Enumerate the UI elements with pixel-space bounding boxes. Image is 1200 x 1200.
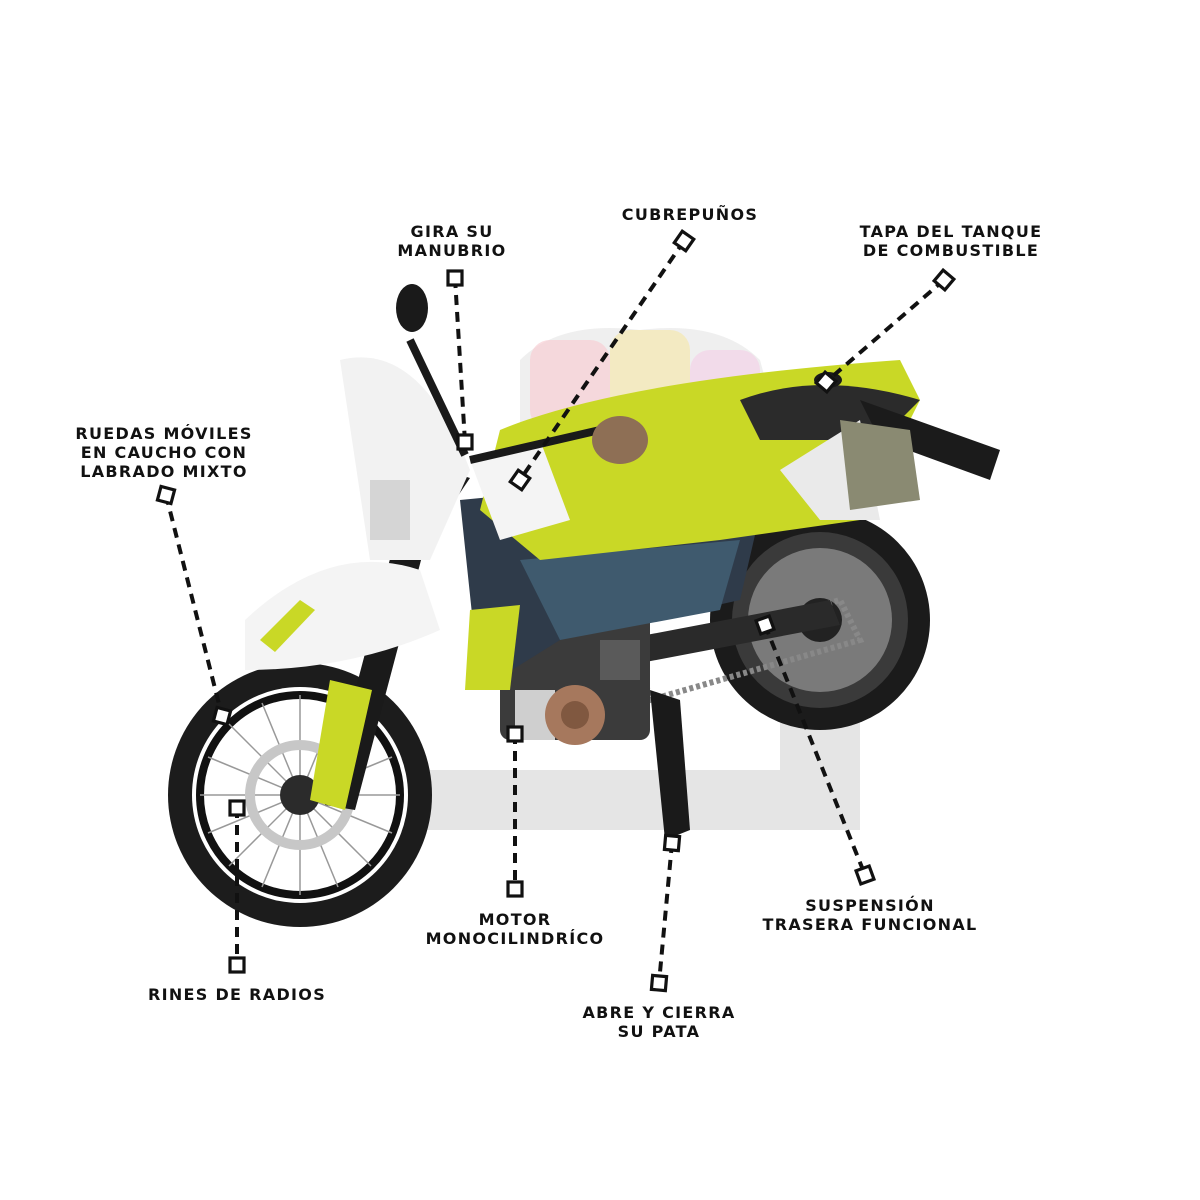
- callout-label-line: MOTOR: [478, 910, 552, 929]
- marker-kickstand-label: [649, 973, 669, 993]
- marker-rims-point: [228, 799, 246, 817]
- kickstand: [650, 690, 690, 840]
- side-panel: [520, 540, 740, 640]
- leader-line-handlebar: [453, 277, 467, 443]
- leader-line-handguards: [518, 239, 686, 482]
- callout-label-rims: RINES DE RADIOS: [148, 985, 326, 1004]
- callout-label-line: RUEDAS MÓVILES: [75, 424, 253, 443]
- callout-label-handguards: CUBREPUÑOS: [622, 205, 758, 224]
- marker-handlebar-label: [446, 269, 464, 287]
- callout-label-line: RINES DE RADIOS: [147, 985, 327, 1004]
- front-fender: [245, 561, 440, 670]
- callout-label-line: SUSPENSIÓN: [805, 896, 935, 915]
- leader-line-rear-suspension: [763, 624, 867, 876]
- callout-label-kickstand: ABRE Y CIERRA SU PATA: [582, 1003, 735, 1041]
- callout-label-line: SU PATA: [617, 1022, 701, 1041]
- callout-label-line: MONOCILINDRÍCO: [425, 929, 605, 948]
- callout-label-wheels: RUEDAS MÓVILES EN CAUCHO CON LABRADO MIX…: [75, 424, 252, 481]
- callout-label-line: ABRE Y CIERRA: [582, 1003, 736, 1022]
- callout-label-line: GIRA SU: [410, 222, 494, 241]
- callout-label-handlebar: GIRA SU MANUBRIO: [397, 222, 506, 260]
- callout-label-line: MANUBRIO: [397, 241, 507, 260]
- callout-markers: [155, 229, 957, 993]
- marker-rear-suspension-point: [753, 613, 777, 637]
- marker-kickstand-point: [662, 833, 682, 853]
- fender-stripe: [260, 600, 315, 652]
- marker-engine-label: [506, 880, 524, 898]
- rear-fender: [860, 400, 1000, 480]
- callout-label-line: TRASERA FUNCIONAL: [762, 915, 978, 934]
- motorcycle: [168, 284, 1000, 927]
- callout-label-rear-suspension: SUSPENSIÓN TRASERA FUNCIONAL: [762, 896, 977, 934]
- marker-fuel-cap-label: [931, 267, 957, 293]
- handlebar: [396, 284, 648, 464]
- marker-handlebar-point: [456, 433, 474, 451]
- callout-label-line: CUBREPUÑOS: [621, 205, 759, 224]
- callout-label-engine: MOTOR MONOCILINDRÍCO: [426, 910, 605, 948]
- marker-engine-point: [506, 725, 524, 743]
- callout-label-line: LABRADO MIXTO: [80, 462, 248, 481]
- marker-handguards-point: [508, 468, 532, 492]
- marker-wheels-label: [155, 484, 177, 506]
- swing-arm: [620, 600, 840, 665]
- callout-label-line: DE COMBUSTIBLE: [862, 241, 1040, 260]
- marker-handguards-label: [672, 229, 696, 253]
- leader-line-wheels: [164, 494, 224, 717]
- exhaust: [840, 420, 920, 510]
- marker-rear-suspension-label: [853, 863, 877, 887]
- callout-label-fuel-cap: TAPA DEL TANQUE DE COMBUSTIBLE: [860, 222, 1043, 260]
- front-wheel: [168, 663, 432, 927]
- leader-line-fuel-cap: [824, 278, 946, 384]
- marker-wheels-point: [211, 705, 233, 727]
- frame-guard: [465, 605, 520, 690]
- callout-lines: [164, 239, 946, 984]
- marker-fuel-cap-point: [813, 369, 839, 395]
- callout-label-line: TAPA DEL TANQUE: [859, 222, 1043, 241]
- leader-line-kickstand: [657, 842, 674, 984]
- callout-label-line: EN CAUCHO CON: [80, 443, 248, 462]
- headlight: [370, 480, 410, 540]
- marker-rims-label: [228, 956, 246, 974]
